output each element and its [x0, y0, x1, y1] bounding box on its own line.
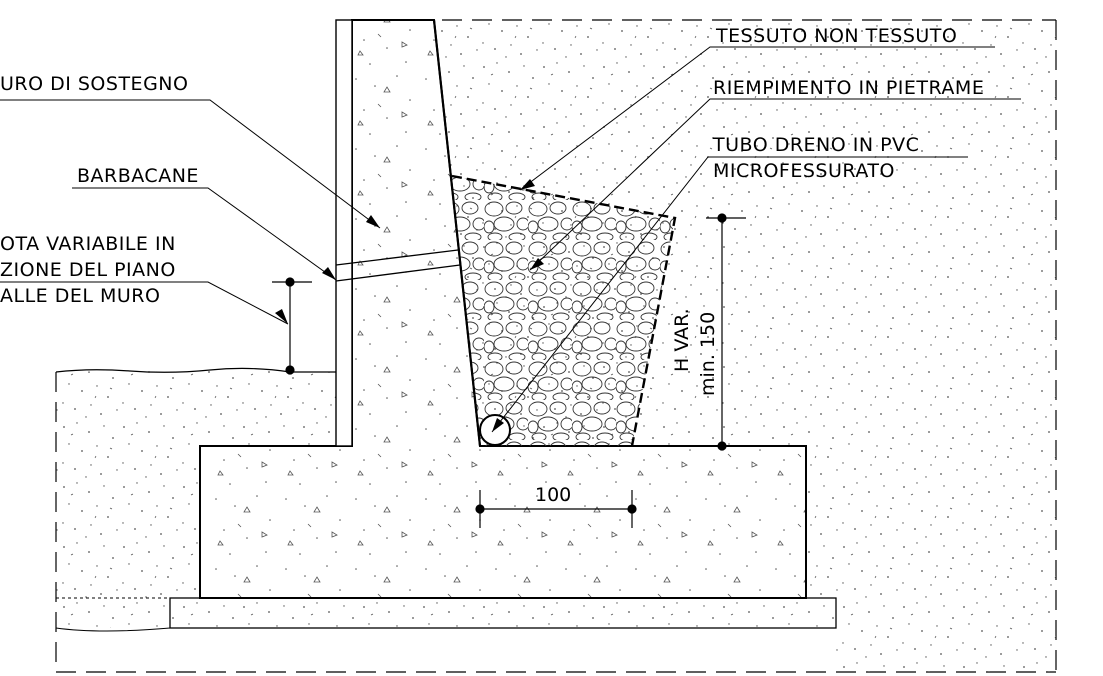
- label-quota-line-3: ALLE DEL MURO: [0, 285, 160, 307]
- height-dim-label-1: H VAR.: [671, 308, 693, 372]
- label-barbacane: BARBACANE: [77, 165, 199, 187]
- height-dim-label-2: min. 150: [697, 312, 719, 396]
- label-tubo-line-1: TUBO DRENO IN PVC: [712, 134, 919, 156]
- wall-face-lining: [335, 19, 353, 447]
- drain-pipe: [479, 414, 511, 446]
- width-dim-label: 100: [535, 484, 571, 506]
- label-quota-line-2: ZIONE DEL PIANO: [0, 259, 176, 281]
- ground-level-dimension: [272, 277, 312, 375]
- ground-surface-line: [55, 367, 336, 373]
- lean-concrete-slab: [169, 597, 837, 629]
- leader-lines: [0, 46, 1021, 433]
- label-riempimento: RIEMPIMENTO IN PIETRAME: [713, 77, 984, 99]
- leader-arrowheads: [275, 179, 544, 432]
- ground-soil: [56, 370, 336, 628]
- label-tessuto-non-tessuto: TESSUTO NON TESSUTO: [715, 25, 957, 47]
- label-quota-line-1: OTA VARIABILE IN: [0, 233, 176, 255]
- wall-back-face: [432, 19, 482, 447]
- weep-hole: [335, 249, 461, 282]
- left-soil-edge: [55, 627, 171, 632]
- backfill-soil: [434, 20, 1056, 672]
- label-muro-di-sostegno: URO DI SOSTEGNO: [0, 73, 188, 95]
- height-dimension: [706, 213, 746, 451]
- label-tubo-line-2: MICROFESSURATO: [713, 160, 895, 182]
- geotextile-dashed-outline: [451, 174, 677, 447]
- width-dimension: [475, 490, 637, 528]
- stone-drainage-fill: [452, 176, 675, 446]
